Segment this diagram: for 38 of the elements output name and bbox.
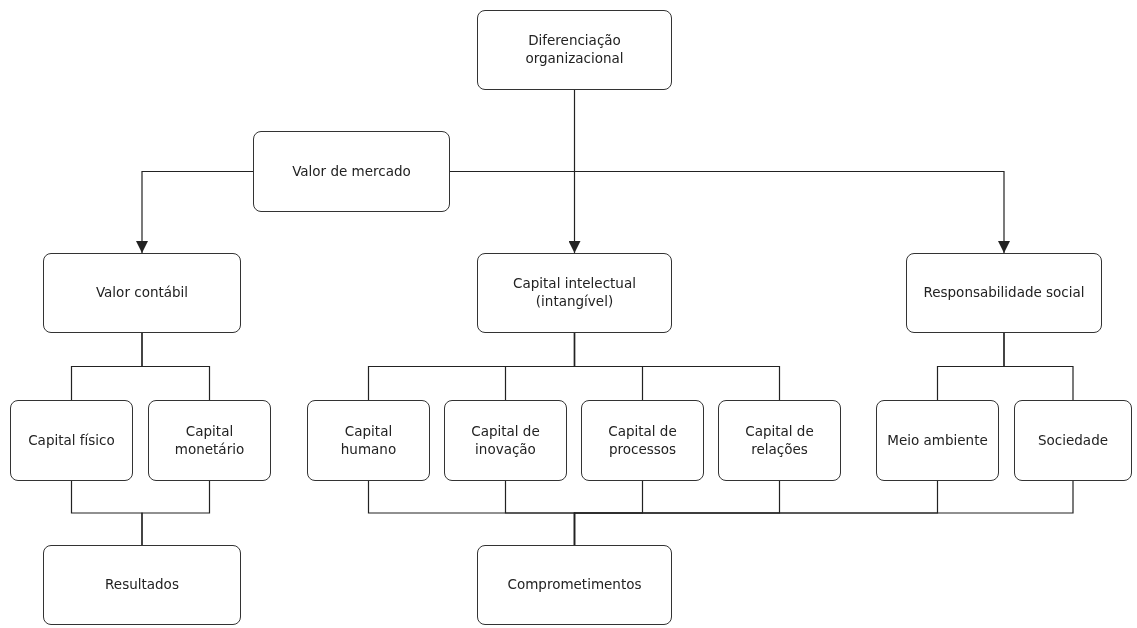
rounded-box	[253, 131, 450, 212]
node-label: Valor de mercado	[292, 162, 411, 181]
rounded-box	[444, 400, 567, 481]
node-label: Capital de processos	[607, 422, 678, 459]
rounded-box	[477, 253, 672, 333]
node-label: Valor contábil	[95, 284, 189, 302]
node-label: Capital físico	[28, 431, 115, 450]
node-label: Capital humano	[339, 422, 398, 459]
node-label: Capital intelectual (intangível)	[512, 275, 637, 311]
rounded-box	[906, 253, 1102, 333]
rounded-box	[876, 400, 999, 481]
rounded-box	[1014, 400, 1132, 481]
node-label: Diferenciação organizacional	[524, 32, 625, 68]
connector-line	[573, 332, 781, 401]
connector-line	[141, 480, 211, 546]
node-label: Resultados	[105, 576, 179, 594]
node-label: Capital de relações	[744, 422, 815, 459]
rounded-box	[307, 400, 430, 481]
node-label: Meio ambiente	[887, 431, 988, 450]
connector-line	[1003, 332, 1074, 401]
node-label: Responsabilidade social	[923, 284, 1085, 302]
node-label: Sociedade	[1038, 431, 1108, 450]
rounded-box	[477, 545, 672, 625]
rounded-box	[43, 545, 241, 625]
node-label: Comprometimentos	[507, 576, 642, 594]
node-label: Capital de inovação	[470, 422, 541, 459]
rounded-box	[148, 400, 271, 481]
rounded-box	[477, 10, 672, 90]
rounded-box	[581, 400, 704, 481]
arrow	[136, 170, 254, 254]
arrow	[568, 89, 581, 254]
rounded-box	[43, 253, 241, 333]
connector-line	[141, 332, 211, 401]
rounded-box	[10, 400, 133, 481]
connector-line	[573, 480, 1074, 546]
node-label: Capital monetário	[173, 422, 246, 459]
rounded-box	[718, 400, 841, 481]
arrow	[449, 170, 1010, 254]
